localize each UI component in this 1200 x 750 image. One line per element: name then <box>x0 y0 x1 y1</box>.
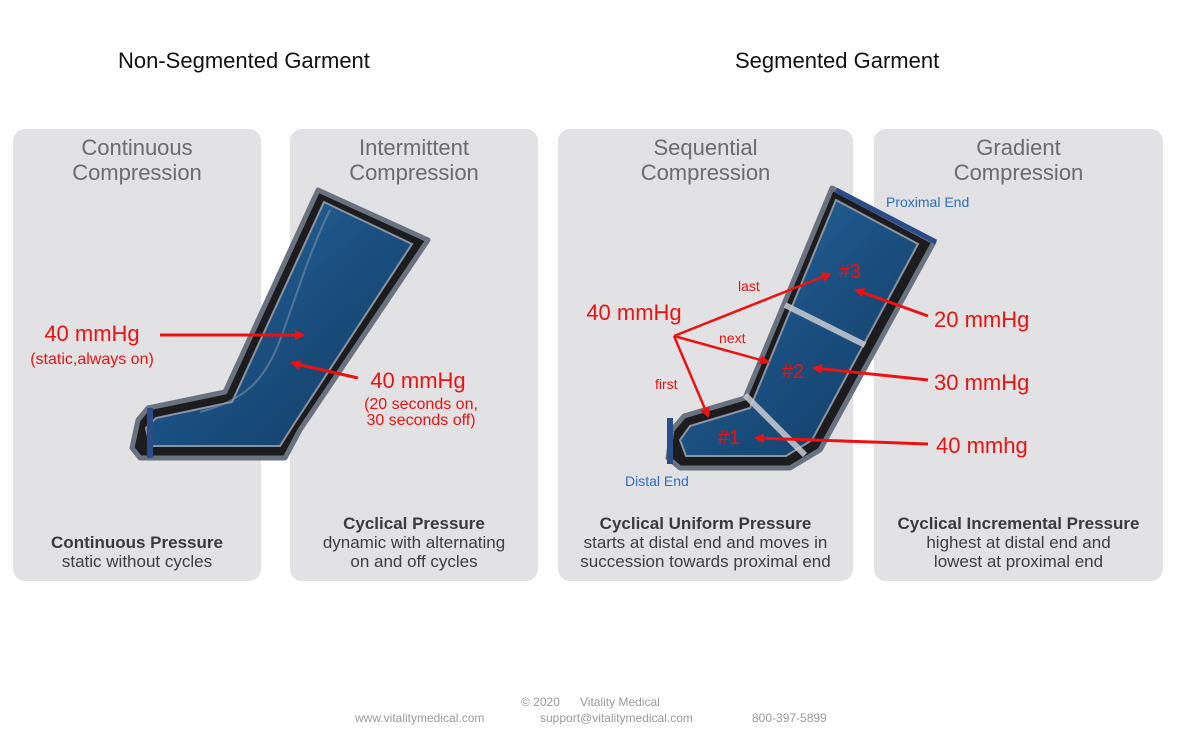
arrow-icon <box>854 288 929 318</box>
continuous-pressure-value: 40 mmHg <box>44 321 139 346</box>
continuous-compression-panel: Continuous Compression Continuous Pressu… <box>13 129 261 581</box>
segment-label-3: #3 <box>839 261 861 283</box>
footer-website-link[interactable]: www.vitalitymedical.com <box>355 711 485 725</box>
panel-caption: Cyclical Incremental Pressure highest at… <box>897 514 1140 571</box>
proximal-end-label: Proximal End <box>886 194 969 210</box>
arrow-icon <box>812 363 929 382</box>
segmented-boot-illustration <box>665 185 938 471</box>
arrow-icon <box>672 335 710 418</box>
segment-label-1: #1 <box>718 427 740 449</box>
intermittent-pressure-note: (20 seconds on, <box>364 396 478 413</box>
arrow-icon <box>673 334 770 365</box>
segment-label-2: #2 <box>782 361 804 383</box>
panel-title: Gradient Compression <box>953 135 1084 185</box>
panel-caption: Cyclical Pressure dynamic with alternati… <box>322 514 506 571</box>
intermittent-pressure-note: 30 seconds off) <box>366 412 475 429</box>
gradient-compression-panel: Gradient Compression Cyclical Incrementa… <box>874 129 1163 581</box>
arrow-icon <box>290 359 359 380</box>
gradient-pressure-1: 40 mmhg <box>936 433 1028 458</box>
arrow-icon <box>673 272 832 338</box>
non-segmented-boot-illustration <box>129 187 431 461</box>
panel-caption: Cyclical Uniform Pressure starts at dist… <box>580 514 831 571</box>
distal-end-label: Distal End <box>625 473 689 489</box>
intermittent-pressure-value: 40 mmHg <box>370 368 465 393</box>
label-first: first <box>655 376 678 392</box>
non-segmented-heading: Non-Segmented Garment <box>118 48 370 73</box>
segmented-heading: Segmented Garment <box>735 48 940 73</box>
label-next: next <box>719 330 746 346</box>
footer-email-link[interactable]: support@vitalitymedical.com <box>540 711 693 725</box>
panel-caption: Continuous Pressure static without cycle… <box>51 533 223 571</box>
label-last: last <box>738 278 760 294</box>
continuous-pressure-note: (static,always on) <box>30 351 154 368</box>
footer-phone: 800-397-5899 <box>752 711 827 725</box>
panel-title: Intermittent Compression <box>349 135 479 185</box>
gradient-pressure-2: 30 mmHg <box>934 370 1029 395</box>
arrow-icon <box>754 433 929 446</box>
gradient-pressure-3: 20 mmHg <box>934 307 1029 332</box>
sequential-pressure-value: 40 mmHg <box>586 300 681 325</box>
panel-title: Continuous Compression <box>72 135 202 185</box>
footer-company: Vitality Medical <box>580 695 660 709</box>
footer-copyright: © 2020 <box>521 695 560 709</box>
panel-title: Sequential Compression <box>640 135 771 185</box>
